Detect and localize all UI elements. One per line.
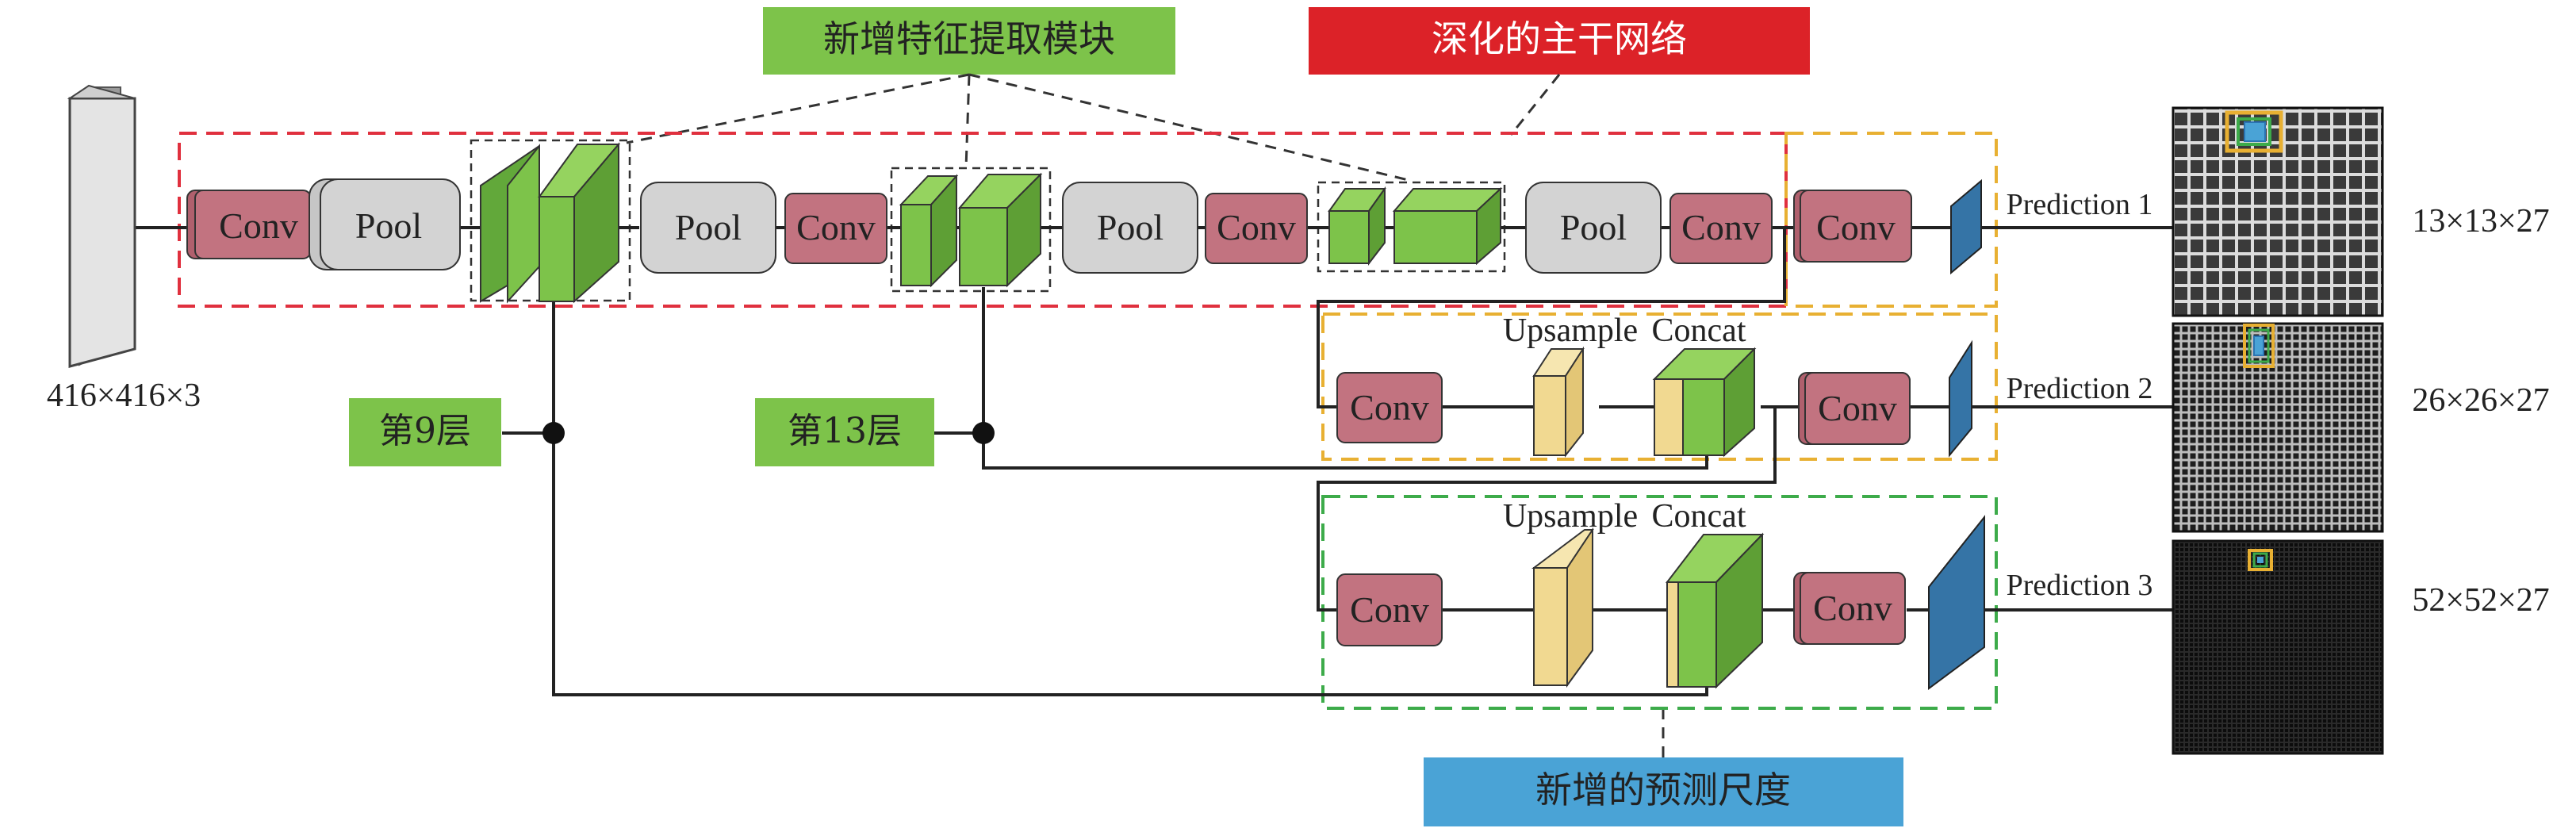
feature-module-title: 新增特征提取模块	[763, 7, 1175, 75]
feature-cuboid-2a	[899, 174, 959, 288]
output-grid-52	[2172, 539, 2384, 755]
conv-block-2: Conv	[784, 193, 887, 264]
layer13-junction	[972, 422, 995, 444]
concat-label-2: Concat	[1652, 312, 1746, 349]
conv-block-4: Conv	[1669, 193, 1773, 264]
svg-text:Conv: Conv	[1217, 207, 1296, 247]
svg-text:第9层: 第9层	[379, 411, 471, 451]
upsample-label-3: Upsample	[1503, 498, 1638, 535]
concat-block-3	[1665, 532, 1765, 689]
upsample-label-2: Upsample	[1503, 312, 1638, 349]
prediction2-region	[1321, 312, 1998, 461]
pool-block-1: Pool	[309, 178, 461, 270]
pool-block-2: Pool	[640, 182, 776, 274]
callout-lines	[626, 73, 1665, 757]
svg-text:第13层: 第13层	[788, 411, 902, 451]
feature-cuboid-3a	[1328, 186, 1386, 266]
feature-cuboid-2b	[957, 172, 1043, 288]
concat-block-2	[1652, 347, 1757, 458]
layer9-junction	[542, 422, 565, 444]
prediction3-size: 52×52×27	[2412, 582, 2549, 619]
prediction-scale-title: 新增的预测尺度	[1424, 757, 1903, 826]
pool-block-4: Pool	[1525, 182, 1662, 274]
svg-text:深化的主干网络: 深化的主干网络	[1432, 17, 1687, 60]
conv-block-p3b: Conv	[1793, 572, 1906, 645]
input-size-label: 416×416×3	[47, 378, 201, 414]
output-layer-2	[1949, 339, 1972, 458]
svg-text:新增特征提取模块: 新增特征提取模块	[823, 17, 1115, 60]
input-image-stack	[67, 84, 136, 368]
layer9-tag: 第9层	[349, 398, 501, 466]
output-grid-26	[2172, 322, 2384, 533]
prediction2-size: 26×26×27	[2412, 382, 2549, 419]
output-grid-13	[2172, 106, 2384, 317]
conv-block-1: Conv	[186, 190, 312, 259]
feature-cuboid-3b	[1392, 186, 1503, 266]
prediction2-label: Prediction 2	[2007, 372, 2153, 405]
upsample-block-2	[1532, 346, 1585, 458]
output-layer-1	[1950, 178, 1982, 275]
conv-block-p3a: Conv	[1336, 573, 1443, 646]
svg-text:Pool: Pool	[675, 207, 742, 247]
prediction1-label: Prediction 1	[2007, 188, 2153, 221]
prediction3-region	[1321, 495, 1998, 710]
svg-text:Conv: Conv	[219, 205, 298, 246]
layer13-tag: 第13层	[755, 398, 934, 466]
feature-cuboid-1a	[480, 144, 540, 304]
conv-block-p1: Conv	[1793, 190, 1912, 263]
prediction1-size: 13×13×27	[2412, 203, 2549, 240]
connection-lines	[135, 226, 2173, 696]
svg-text:Pool: Pool	[1560, 207, 1627, 247]
conv-block-p2b: Conv	[1798, 372, 1911, 445]
svg-text:Conv: Conv	[796, 207, 876, 247]
prediction1-region	[1784, 132, 1998, 308]
feature-cuboid-1b	[538, 142, 621, 304]
backbone-title: 深化的主干网络	[1309, 7, 1810, 75]
svg-text:Conv: Conv	[1818, 388, 1897, 428]
prediction3-label: Prediction 3	[2007, 569, 2153, 602]
svg-text:Conv: Conv	[1813, 588, 1892, 628]
feature-group-2	[890, 167, 1052, 293]
svg-text:新增的预测尺度: 新增的预测尺度	[1535, 769, 1791, 811]
svg-text:Conv: Conv	[1681, 207, 1761, 247]
svg-text:Pool: Pool	[1097, 207, 1163, 247]
concat-label-3: Concat	[1652, 498, 1746, 535]
svg-text:Conv: Conv	[1816, 207, 1896, 247]
output-layer-3	[1928, 515, 1985, 690]
conv-block-p2a: Conv	[1336, 372, 1443, 443]
svg-text:Pool: Pool	[355, 205, 422, 246]
conv-block-3: Conv	[1205, 193, 1308, 264]
upsample-block-3	[1531, 527, 1594, 688]
svg-text:Conv: Conv	[1350, 589, 1429, 630]
svg-text:Conv: Conv	[1350, 387, 1429, 428]
pool-block-3: Pool	[1062, 182, 1198, 274]
